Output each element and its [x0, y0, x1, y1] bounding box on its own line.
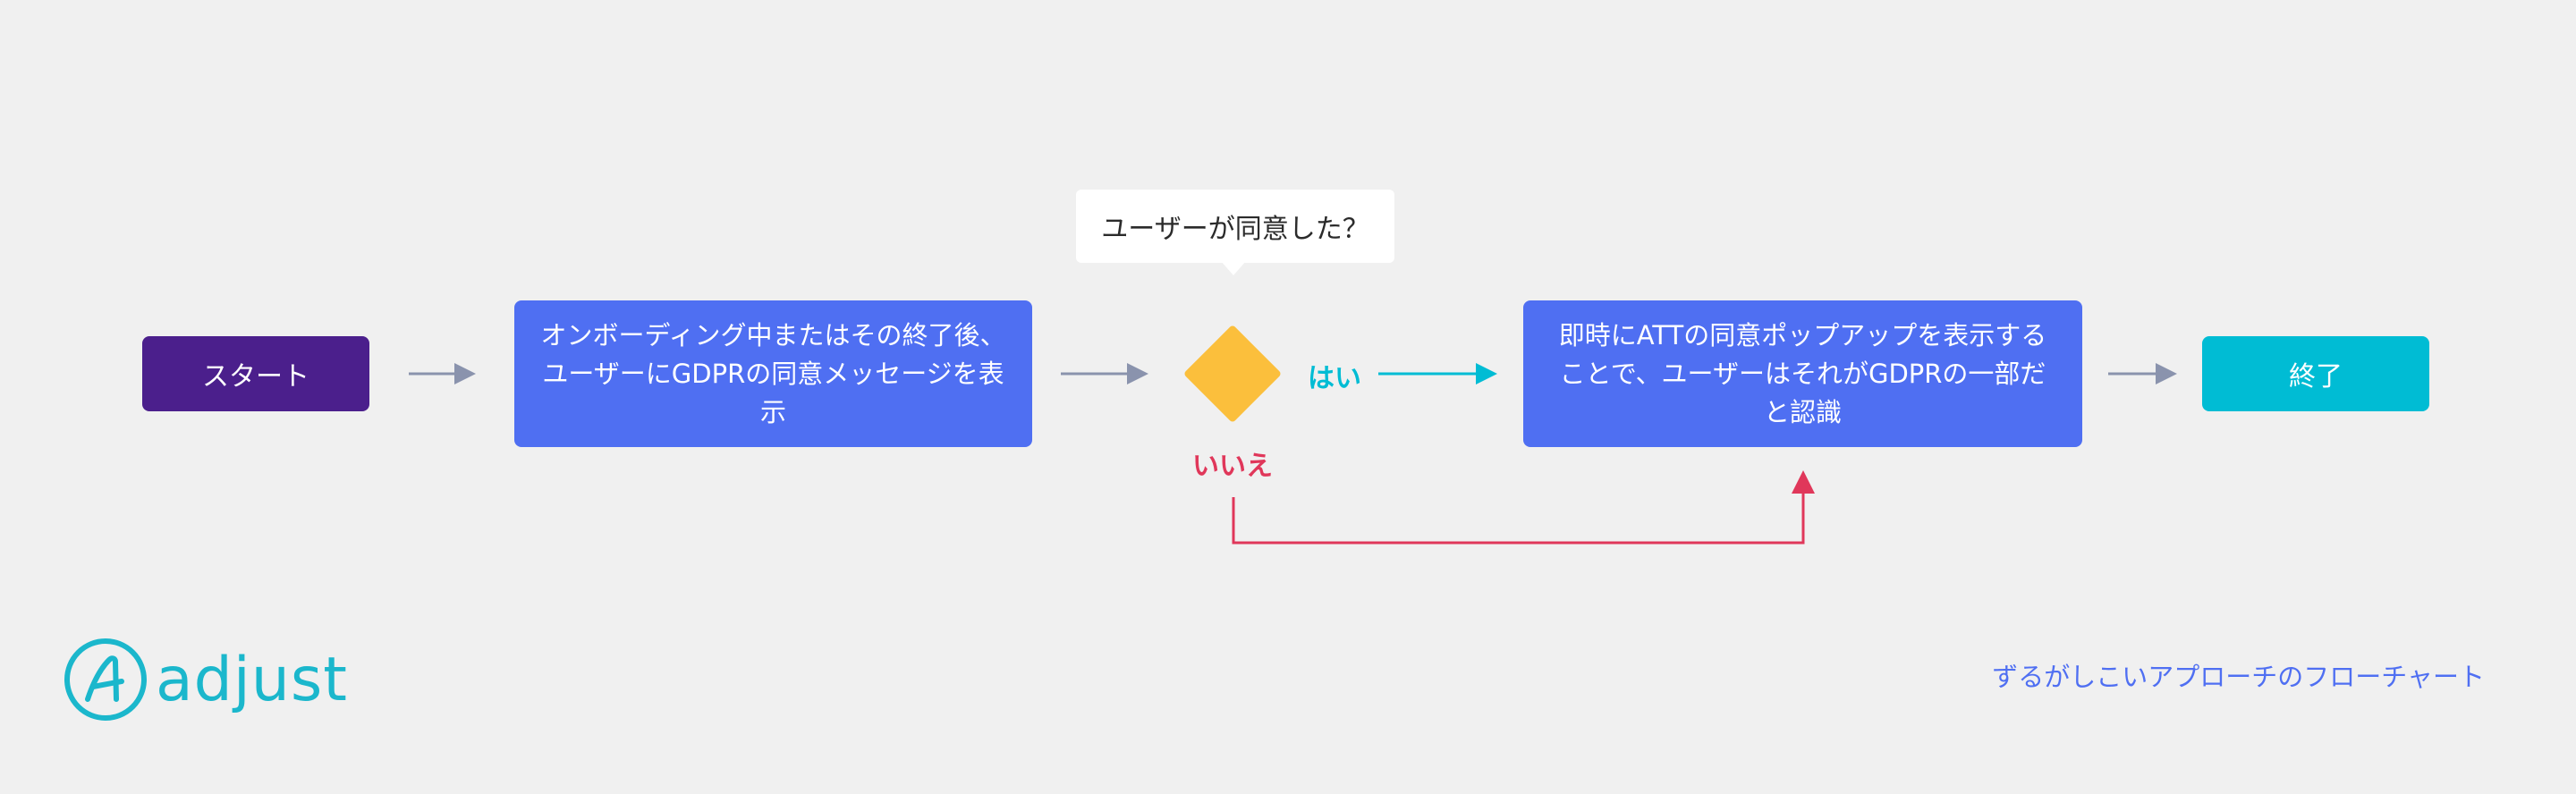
question-label: ユーザーが同意した？ — [1101, 214, 1369, 245]
att-popup-step-label: 即時にATTの同意ポップアップを表示することで、ユーザーはそれがGDPRの一部だ… — [1558, 319, 2047, 427]
arrow-start-to-step1 — [409, 363, 476, 384]
question-bubble: ユーザーが同意した？ — [1076, 190, 1394, 263]
end-node: 終了 — [2202, 336, 2429, 411]
adjust-logo-text: adjust — [156, 644, 348, 715]
consent-decision — [1182, 324, 1283, 424]
chart-caption: ずるがしこいアプローチのフローチャート — [1992, 662, 2485, 692]
no-label: いいえ — [1192, 451, 1273, 482]
decision-diamond — [1182, 324, 1283, 424]
att-popup-step: 即時にATTの同意ポップアップを表示することで、ユーザーはそれがGDPRの一部だ… — [1523, 300, 2082, 447]
gdpr-consent-step-label: オンボーディング中またはその終了後、ユーザーにGDPRの同意メッセージを表示 — [540, 319, 1006, 427]
end-label: 終了 — [2289, 361, 2343, 393]
adjust-logo: adjust — [63, 637, 348, 722]
arrow-step1-to-decision — [1061, 363, 1148, 384]
question-bubble-tail — [1221, 261, 1246, 275]
start-label: スタート — [202, 361, 309, 393]
arrow-no-to-step2 — [1232, 470, 1815, 545]
arrow-step2-to-end — [2108, 363, 2177, 384]
yes-label: はい — [1308, 363, 1361, 394]
gdpr-consent-step: オンボーディング中またはその終了後、ユーザーにGDPRの同意メッセージを表示 — [514, 300, 1032, 447]
start-node: スタート — [142, 336, 369, 411]
adjust-logo-icon — [64, 638, 147, 721]
arrow-yes-to-step2 — [1378, 363, 1497, 384]
